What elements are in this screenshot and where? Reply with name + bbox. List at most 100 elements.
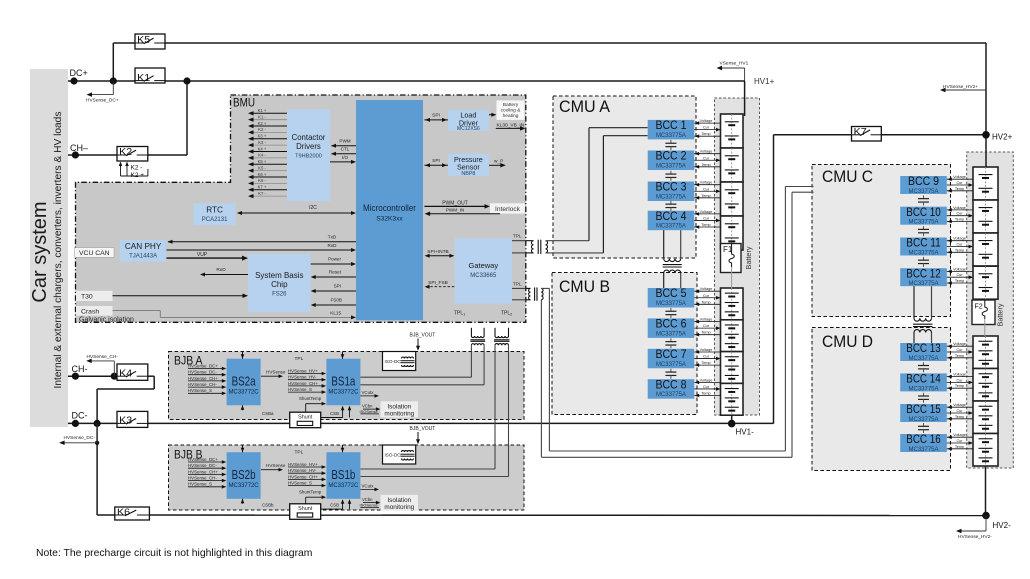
svg-text:BJB B: BJB B [174, 448, 203, 462]
svg-text:K5 -: K5 - [258, 165, 266, 170]
svg-text:Shunt: Shunt [298, 506, 313, 512]
svg-text:HVSense_CH+: HVSense_CH+ [288, 381, 318, 386]
svg-text:Cur: Cur [956, 409, 963, 413]
svg-text:HVSense_S: HVSense_S [188, 482, 212, 487]
svg-text:Cur: Cur [956, 378, 963, 382]
svg-text:Temp: Temp [701, 194, 710, 198]
svg-text:Voltage: Voltage [700, 348, 713, 352]
svg-text:BJB A: BJB A [174, 354, 203, 368]
svg-text:Cur: Cur [703, 355, 710, 359]
svg-text:PWM_OUT: PWM_OUT [442, 200, 468, 206]
svg-text:Load: Load [460, 110, 476, 119]
svg-text:Temp: Temp [955, 354, 964, 358]
svg-text:CSBb: CSBb [262, 503, 274, 508]
svg-text:K2 -: K2 - [258, 127, 266, 132]
svg-text:K2 -: K2 - [131, 165, 143, 172]
svg-text:BS2b: BS2b [232, 467, 256, 482]
svg-text:K2 +: K2 + [131, 172, 145, 179]
svg-text:ShuntTemp: ShuntTemp [299, 396, 322, 401]
svg-text:BCC 16: BCC 16 [906, 434, 941, 446]
svg-text:Contactor: Contactor [292, 133, 326, 142]
svg-text:K5: K5 [137, 35, 150, 46]
svg-text:HVSense_HV+: HVSense_HV+ [288, 462, 318, 467]
svg-text:BS2a: BS2a [232, 374, 257, 389]
svg-text:HVSense_DC-: HVSense_DC- [64, 435, 96, 441]
svg-text:monitoring: monitoring [384, 504, 414, 511]
svg-text:K2 +: K2 + [258, 121, 267, 126]
svg-text:BCC 8: BCC 8 [655, 379, 686, 391]
svg-text:HVSense_HV-: HVSense_HV- [288, 468, 317, 473]
svg-text:SPI: SPI [432, 113, 440, 119]
svg-text:BS1a: BS1a [331, 374, 356, 389]
svg-text:Cur: Cur [956, 348, 963, 352]
svg-text:MC33775A: MC33775A [656, 223, 686, 230]
svg-text:Voltage: Voltage [700, 150, 713, 154]
svg-text:T30: T30 [81, 294, 93, 301]
svg-text:HVSense: HVSense [266, 463, 286, 468]
svg-text:MC33775A: MC33775A [909, 250, 939, 257]
svg-text:Battery: Battery [996, 303, 1005, 326]
svg-text:BCC 7: BCC 7 [655, 349, 686, 361]
svg-text:HV2-: HV2- [993, 521, 1012, 530]
svg-text:Cur: Cur [703, 156, 710, 160]
svg-text:SPI_FSB: SPI_FSB [428, 280, 448, 286]
svg-text:MC33775A: MC33775A [656, 132, 686, 139]
svg-text:HVSense_DC+: HVSense_DC+ [188, 363, 218, 368]
svg-text:BCC 12: BCC 12 [906, 268, 941, 280]
svg-text:K1 +: K1 + [258, 108, 267, 113]
svg-text:K7 +: K7 + [258, 185, 267, 190]
svg-text:BJB_VOUT: BJB_VOUT [410, 333, 436, 339]
svg-text:HVSense_HV2+: HVSense_HV2+ [943, 84, 978, 90]
svg-text:BCC 10: BCC 10 [906, 207, 941, 219]
svg-text:CMU B: CMU B [559, 278, 610, 296]
svg-text:System Basis: System Basis [255, 271, 303, 280]
svg-text:MC33775A: MC33775A [909, 280, 939, 287]
svg-text:Temp: Temp [955, 384, 964, 388]
svg-text:BCC 3: BCC 3 [655, 182, 686, 194]
svg-text:K5 +: K5 + [258, 159, 267, 164]
svg-text:S32K3xx: S32K3xx [376, 216, 403, 223]
svg-text:Temp: Temp [701, 361, 710, 365]
svg-text:Temp: Temp [701, 331, 710, 335]
svg-text:MC33775A: MC33775A [909, 446, 939, 453]
svg-text:HVSense_CH-: HVSense_CH- [87, 354, 119, 360]
svg-text:Voltage: Voltage [953, 373, 966, 377]
svg-text:K3 -: K3 - [258, 140, 266, 145]
svg-text:Driver: Driver [459, 118, 479, 127]
svg-text:Reset: Reset [329, 270, 342, 275]
svg-text:Crash: Crash [81, 309, 99, 316]
svg-text:heating: heating [503, 113, 519, 119]
svg-text:PWM: PWM [339, 139, 350, 144]
svg-text:MC33772C: MC33772C [328, 482, 358, 489]
svg-text:BCC 13: BCC 13 [906, 343, 941, 355]
svg-text:Cur: Cur [703, 324, 710, 328]
svg-text:HVSense_DC+: HVSense_DC+ [188, 457, 218, 462]
svg-text:Shunt: Shunt [298, 414, 313, 420]
svg-text:K6 +: K6 + [258, 172, 267, 177]
svg-text:MC33772C: MC33772C [229, 389, 259, 396]
svg-text:VCbn: VCbn [362, 403, 373, 408]
svg-text:BCC 9: BCC 9 [908, 176, 939, 188]
svg-text:HVSense_CH+: HVSense_CH+ [288, 474, 318, 479]
svg-text:HVSense_CH-: HVSense_CH- [188, 476, 217, 481]
svg-text:Power: Power [328, 257, 341, 262]
svg-text:Microcontroller: Microcontroller [363, 203, 416, 213]
svg-text:Temp: Temp [701, 163, 710, 167]
svg-text:Voltage: Voltage [953, 403, 966, 407]
svg-text:HVSense_S: HVSense_S [188, 388, 212, 393]
svg-text:Temp: Temp [955, 279, 964, 283]
svg-text:TPL2: TPL2 [501, 310, 512, 316]
svg-text:MC33775A: MC33775A [656, 361, 686, 368]
svg-text:TPL: TPL [295, 450, 304, 456]
svg-text:I2C: I2C [309, 205, 317, 211]
svg-text:TJA1443A: TJA1443A [129, 254, 157, 260]
svg-text:BMU: BMU [233, 96, 255, 110]
svg-text:TxD: TxD [328, 235, 337, 240]
svg-text:HVSense_HV-: HVSense_HV- [288, 375, 317, 380]
svg-text:KL30_VB_IN: KL30_VB_IN [497, 122, 525, 128]
svg-text:Voltage: Voltage [700, 378, 713, 382]
svg-text:HVSense_HV2-: HVSense_HV2- [958, 534, 992, 540]
svg-text:ISO-DC: ISO-DC [385, 359, 402, 364]
svg-text:HVSense_S: HVSense_S [288, 387, 312, 392]
svg-text:Cur: Cur [703, 216, 710, 220]
